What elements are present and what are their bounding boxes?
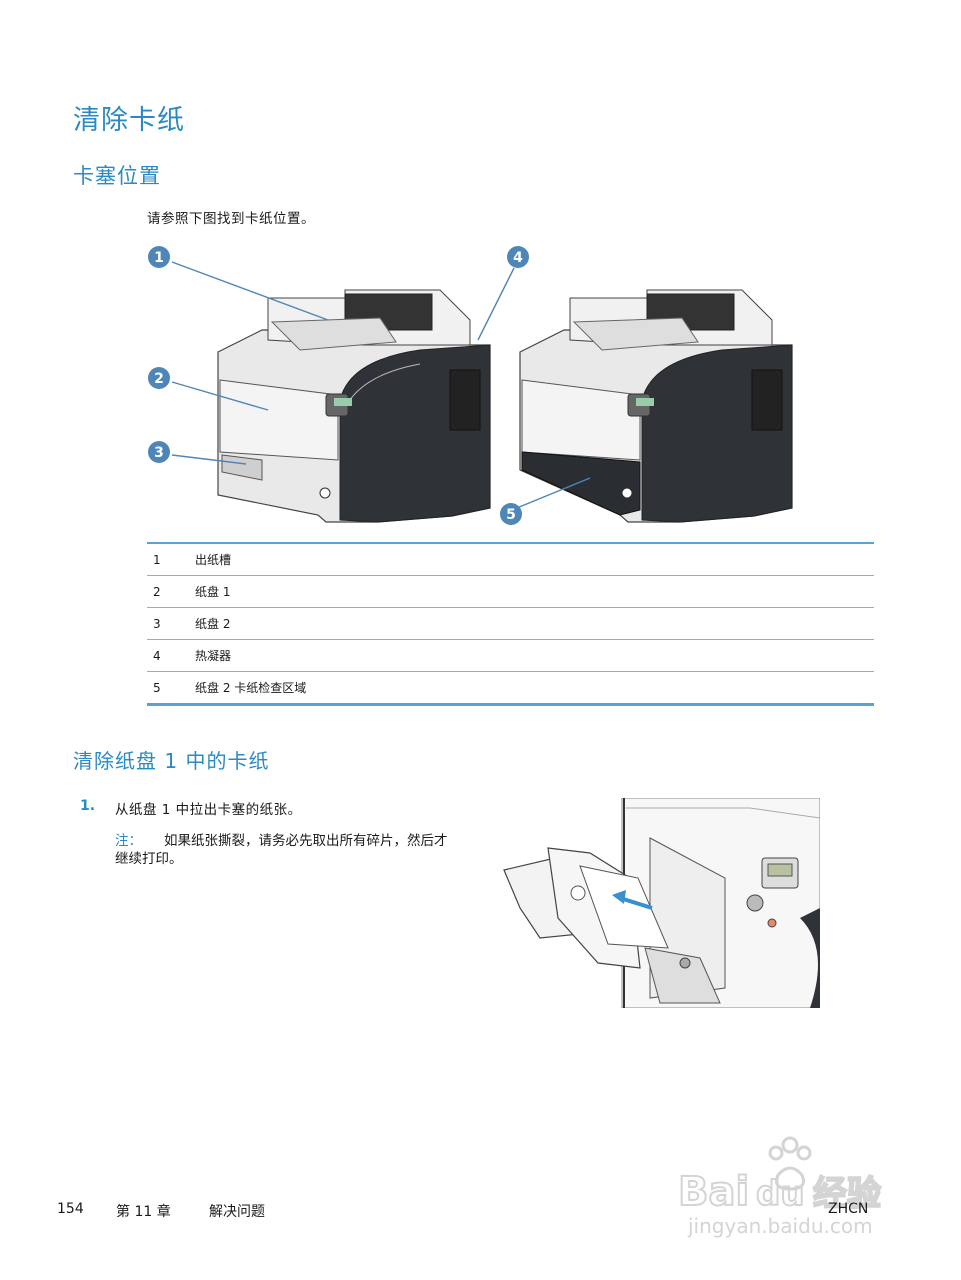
legend-label: 出纸槽 [195,553,232,567]
legend-num: 5 [153,680,161,695]
callout-1: 1 [154,250,164,266]
baidu-watermark-logo: Bai du 经验 jingyan.baidu.com [678,1136,882,1238]
footer-chapter-title: 解决问题 [209,1204,265,1220]
section-heading-jam-locations: 卡塞位置 [73,164,161,188]
printer-left-illustration [217,289,491,523]
legend-label: 纸盘 2 卡纸检查区域 [195,681,307,695]
footer-locale-code: ZHCN [828,1201,869,1217]
legend-row: 5 纸盘 2 卡纸检查区域 [147,672,874,703]
svg-text:jingyan.baidu.com: jingyan.baidu.com [687,1214,873,1238]
page-title: 清除卡纸 [73,105,185,136]
legend-row: 4 热凝器 [147,640,874,672]
legend-num: 3 [153,616,161,631]
legend-num: 2 [153,584,161,599]
footer-page-number: 154 [57,1201,84,1217]
legend-label: 热凝器 [195,649,232,663]
note: 注：如果纸张撕裂，请务必先取出所有碎片，然后才继续打印。 [115,832,455,868]
svg-text:Bai: Bai [678,1169,749,1215]
note-label: 注： [115,833,142,849]
callout-3: 3 [154,445,164,461]
callout-4: 4 [513,250,523,266]
legend-label: 纸盘 2 [195,617,231,631]
footer-chapter: 第 11 章 [116,1204,171,1220]
callout-2: 2 [154,371,164,387]
step-number: 1. [80,798,96,814]
callout-5: 5 [506,507,516,523]
intro-text: 请参照下图找到卡纸位置。 [147,211,315,227]
legend-num: 1 [153,552,161,567]
svg-text:经验: 经验 [813,1174,881,1214]
legend-row: 1 出纸槽 [147,544,874,576]
legend-label: 纸盘 1 [195,585,231,599]
note-text: 如果纸张撕裂，请务必先取出所有碎片，然后才继续打印。 [115,833,448,867]
svg-text:du: du [756,1174,805,1214]
legend-row: 2 纸盘 1 [147,576,874,608]
tray1-illustration [503,798,820,1008]
legend-num: 4 [153,648,161,663]
legend-table: 1 出纸槽 2 纸盘 1 3 纸盘 2 4 热凝器 5 纸盘 2 卡纸检查区域 [147,542,874,706]
legend-row: 3 纸盘 2 [147,608,874,640]
step-text: 从纸盘 1 中拉出卡塞的纸张。 [115,802,302,818]
printer-right-illustration [519,289,793,523]
section-heading-tray1: 清除纸盘 1 中的卡纸 [73,749,270,773]
